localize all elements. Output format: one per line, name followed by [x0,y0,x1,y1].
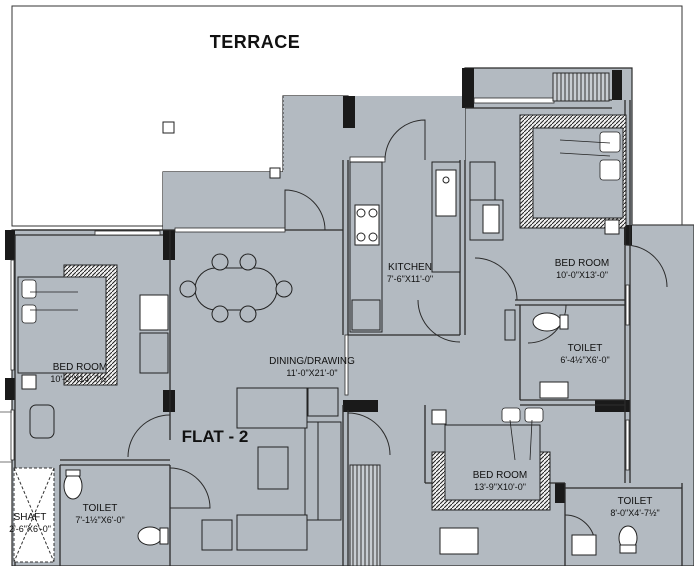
room-dims: 2'-6"X6'-0" [9,523,51,534]
room-name: KITCHEN [388,262,432,273]
room-dims: 10'-0"X14'-7½" [50,373,110,384]
room-name: TOILET [617,496,653,507]
sofa-set-icon [201,387,342,551]
room-name: BED ROOM [554,258,610,269]
furniture [21,121,620,439]
room-label-kitchen: KITCHEN 7'-6"X11'-0" [365,262,455,284]
flat-title: FLAT - 2 [181,427,249,446]
toilet-fixtures-icon [63,312,638,556]
room-label-toilet-1: TOILET 6'-4½"X6'-0" [545,343,625,365]
room-dims: 7'-1½"X6'-0" [75,514,125,525]
floor-edge [0,224,694,463]
room-label-bed-room-2: BED ROOM 10'-0"X14'-7½" [30,362,130,384]
room-dims: 11'-0"X21'-0" [286,367,338,378]
room-dims: 8'-0"X4'-7½" [610,507,660,518]
room-name: BED ROOM [52,362,108,373]
room-name: SHAFT [13,512,47,523]
dining-table-icon [179,253,293,323]
duct-box-lower [349,464,381,566]
room-label-shaft: SHAFT 2'-6"X6'-0" [2,512,58,534]
room-name: BED ROOM [472,470,528,481]
terrace-label: TERRACE [209,32,301,52]
room-label-bed-room-1: BED ROOM 10'-0"X13'-0" [532,258,632,280]
room-dims: 13'-9"X10'-0" [474,481,526,492]
windows [10,97,630,471]
bed-figures-icon [21,131,621,461]
room-label-toilet-2: TOILET 7'-1½"X6'-0" [60,503,140,525]
walls [5,68,632,503]
room-dims: 7'-6"X11'-0" [386,273,434,284]
room-name: TOILET [567,343,603,354]
room-label-bed-room-3: BED ROOM 13'-9"X10'-0" [450,470,550,492]
room-name: DINING/DRAWING [269,356,355,367]
room-dims: 6'-4½"X6'-0" [560,354,610,365]
room-name: TOILET [82,503,118,514]
duct-box [552,72,610,102]
room-label-dining: DINING/DRAWING 11'-0"X21'-0" [252,356,372,378]
doors [127,119,668,546]
kitchen-counter [349,161,496,333]
room-label-toilet-3: TOILET 8'-0"X4'-7½" [590,496,680,518]
room-dims: 10'-0"X13'-0" [556,269,608,280]
